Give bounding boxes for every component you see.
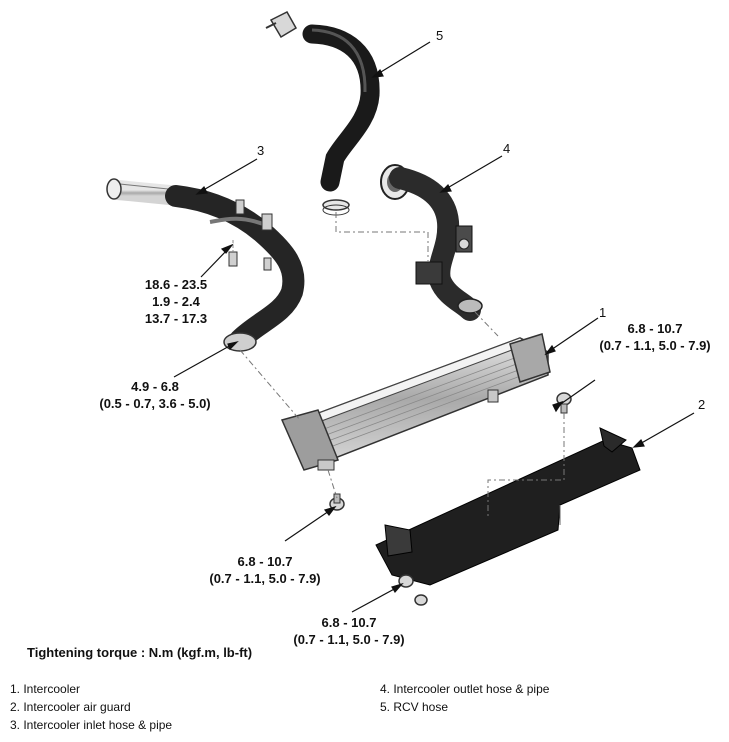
- intercooler: [280, 333, 551, 471]
- parts-legend-right: 4. Intercooler outlet hose & pipe 5. RCV…: [380, 680, 549, 716]
- air-guard-bolts: [398, 574, 428, 606]
- torque-nm: 4.9 - 6.8: [131, 379, 179, 394]
- legend-item: 4. Intercooler outlet hose & pipe: [380, 682, 550, 696]
- torque-nm: 18.6 - 23.5: [144, 277, 208, 292]
- intercooler-air-guard: [375, 427, 641, 586]
- callout-4: 4: [503, 141, 511, 156]
- legend-item: 1. Intercooler: [10, 682, 81, 696]
- tightening-torque-units: Tightening torque : N.m (kgf.m, lb-ft): [27, 645, 253, 660]
- torque-kgfm-lbft: (0.7 - 1.1, 5.0 - 7.9): [293, 632, 405, 647]
- torque-nm: 6.8 - 10.7: [237, 554, 293, 569]
- callout-3: 3: [257, 143, 265, 158]
- torque-inlet-hose-clamp: 4.9 - 6.8 (0.5 - 0.7, 3.6 - 5.0): [70, 378, 240, 412]
- parts-legend-left: 1. Intercooler 2. Intercooler air guard …: [10, 680, 172, 734]
- legend-item: 5. RCV hose: [380, 700, 449, 714]
- leader-lines: [173, 41, 695, 613]
- assembly-guide-lines: [239, 212, 565, 518]
- callout-1: 1: [599, 305, 607, 320]
- torque-intercooler-top-right: 6.8 - 10.7 (0.7 - 1.1, 5.0 - 7.9): [585, 320, 725, 354]
- torque-air-guard: 6.8 - 10.7 (0.7 - 1.1, 5.0 - 7.9): [274, 614, 424, 648]
- torque-kgfm: 1.9 - 2.4: [152, 294, 200, 309]
- torque-kgfm-lbft: (0.7 - 1.1, 5.0 - 7.9): [599, 338, 711, 353]
- torque-lbft: 13.7 - 17.3: [144, 311, 208, 326]
- inlet-pipe-bolt: [228, 240, 272, 271]
- torque-nm: 6.8 - 10.7: [321, 615, 377, 630]
- legend-item: 3. Intercooler inlet hose & pipe: [10, 718, 173, 732]
- callout-2: 2: [698, 397, 706, 412]
- torque-inlet-pipe-bolt: 18.6 - 23.5 1.9 - 2.4 13.7 - 17.3: [121, 276, 231, 327]
- torque-kgfm-lbft: (0.7 - 1.1, 5.0 - 7.9): [209, 571, 321, 586]
- torque-kgfm-lbft: (0.5 - 0.7, 3.6 - 5.0): [99, 396, 211, 411]
- rcv-hose-clamp-bottom: [322, 199, 350, 216]
- torque-intercooler-bottom: 6.8 - 10.7 (0.7 - 1.1, 5.0 - 7.9): [190, 553, 340, 587]
- callout-5: 5: [436, 28, 444, 43]
- legend-item: 2. Intercooler air guard: [10, 700, 131, 714]
- inlet-hose-and-pipe: [106, 178, 305, 352]
- torque-nm: 6.8 - 10.7: [627, 321, 683, 336]
- rcv-hose: [265, 11, 380, 216]
- rcv-hose-clamp-top: [265, 11, 298, 39]
- outlet-hose-and-pipe: [380, 164, 483, 321]
